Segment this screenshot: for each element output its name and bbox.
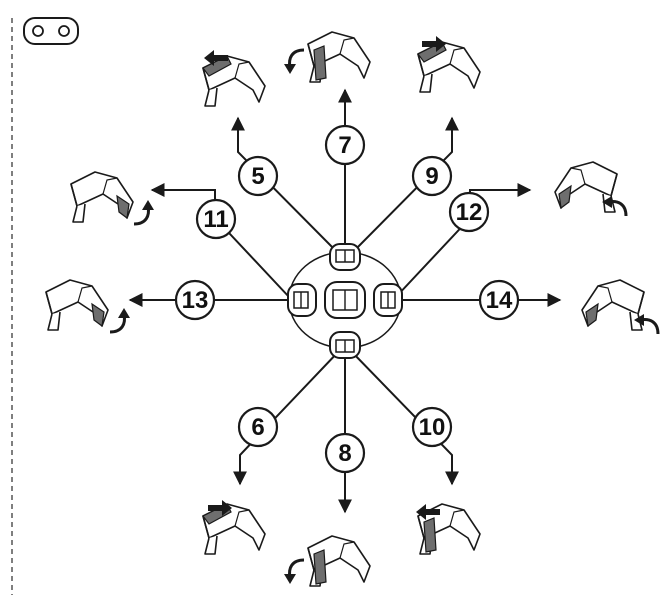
rotate-arrow-icon (109, 308, 130, 334)
callouts: 5 6 7 8 9 10 11 12 (174, 124, 520, 474)
excavator-bucket-icon (307, 535, 371, 587)
rotate-arrow-icon (133, 200, 154, 226)
excavator-bucket-icon (70, 171, 134, 223)
callout-12: 12 (448, 191, 490, 233)
callout-10: 10 (411, 406, 453, 448)
excavator-bucket-icon (581, 279, 645, 331)
rotate-arrow-icon (284, 558, 305, 584)
rotate-arrow-icon (602, 196, 628, 217)
callout-8: 8 (324, 432, 366, 474)
excavator-bucket-icon (417, 503, 481, 555)
callout-label: 8 (338, 440, 351, 467)
slide-arrow-icon (416, 504, 440, 520)
slide-arrow-icon (422, 36, 446, 52)
callout-14: 14 (478, 279, 520, 321)
connector-lines (128, 88, 562, 514)
callout-6: 6 (237, 406, 279, 448)
excavator-bucket-icon (417, 41, 481, 93)
joystick-switch-cluster (287, 243, 403, 359)
slide-arrow-icon (204, 50, 228, 66)
callout-label: 6 (251, 414, 264, 441)
callout-label: 13 (182, 287, 209, 314)
excavator-bucket-icon (307, 31, 371, 83)
callout-label: 10 (419, 414, 446, 441)
joystick-mode-icon (23, 17, 79, 45)
callout-label: 14 (486, 287, 513, 314)
callout-11: 11 (195, 198, 237, 240)
callout-5: 5 (237, 155, 279, 197)
callout-7: 7 (324, 124, 366, 166)
rotate-arrow-icon (284, 48, 305, 74)
callout-label: 9 (425, 163, 438, 190)
excavator-bucket-icon (45, 279, 109, 331)
motion-arrows (109, 36, 660, 584)
callout-label: 5 (251, 163, 264, 190)
callout-9: 9 (411, 155, 453, 197)
callout-label: 12 (456, 199, 483, 226)
excavator-bucket-icon (202, 503, 266, 555)
rotate-arrow-icon (634, 314, 660, 335)
callout-13: 13 (174, 279, 216, 321)
callout-label: 7 (338, 132, 351, 159)
callout-label: 11 (203, 206, 228, 233)
slide-arrow-icon (208, 500, 232, 516)
